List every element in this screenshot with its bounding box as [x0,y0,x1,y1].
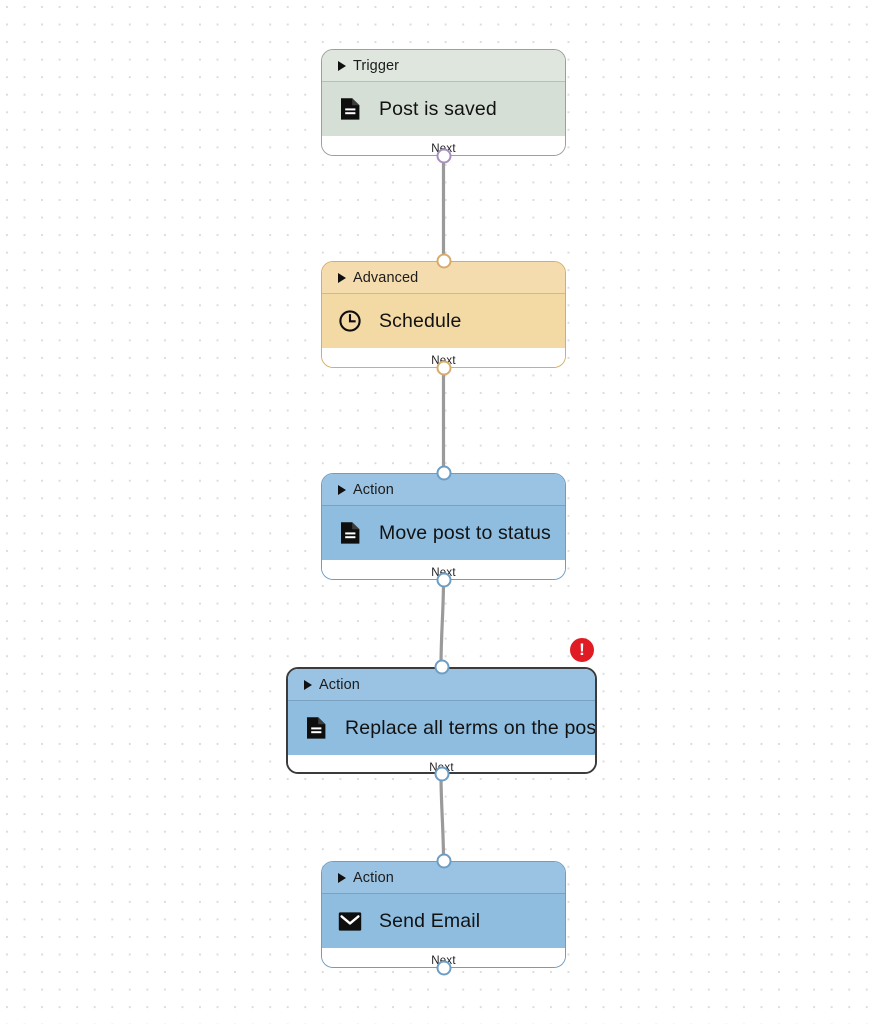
source-handle[interactable] [436,960,451,976]
node-header-trigger-post-is-saved[interactable]: Trigger [322,50,565,81]
document-icon [338,97,362,121]
target-handle[interactable] [436,465,451,481]
source-handle[interactable] [434,766,449,782]
caret-right-icon[interactable] [338,872,346,883]
source-handle[interactable] [436,360,451,376]
clock-icon [338,309,362,333]
node-body[interactable]: Schedule [322,293,565,348]
source-handle[interactable] [436,572,451,588]
caret-right-icon[interactable] [338,272,346,283]
email-icon [338,909,362,933]
node-kind-label: Advanced [353,269,419,286]
node-title: Post is saved [379,97,497,120]
caret-right-icon[interactable] [304,679,312,690]
node-kind-label: Trigger [353,57,400,74]
target-handle[interactable] [434,659,449,675]
target-handle[interactable] [436,853,451,869]
document-icon [304,716,328,740]
node-title: Move post to status [379,521,551,544]
document-icon [338,521,362,545]
node-kind-label: Action [319,676,360,693]
node-title: Send Email [379,909,481,932]
workflow-node-advanced-schedule[interactable]: AdvancedScheduleNext [321,253,566,376]
caret-right-icon[interactable] [338,60,346,71]
target-handle[interactable] [436,253,451,269]
node-body[interactable]: Send Email [322,893,565,948]
node-title: Replace all terms on the post [345,716,597,739]
node-header-action-move-post-to-status[interactable]: Action [322,474,565,505]
edge-replace-terms-to-send-email[interactable] [439,773,446,862]
node-kind-label: Action [353,481,394,498]
node-title: Schedule [379,309,462,332]
edge-move-post-to-replace-terms[interactable] [439,579,446,668]
node-body[interactable]: Move post to status [322,505,565,560]
caret-right-icon[interactable] [338,484,346,495]
node-kind-label: Action [353,869,394,886]
node-body[interactable]: Post is saved [322,81,565,136]
node-body[interactable]: Replace all terms on the post [288,700,595,755]
node-shell: AdvancedScheduleNext [321,261,566,368]
source-handle[interactable] [436,148,451,164]
error-badge[interactable]: ! [570,638,594,662]
